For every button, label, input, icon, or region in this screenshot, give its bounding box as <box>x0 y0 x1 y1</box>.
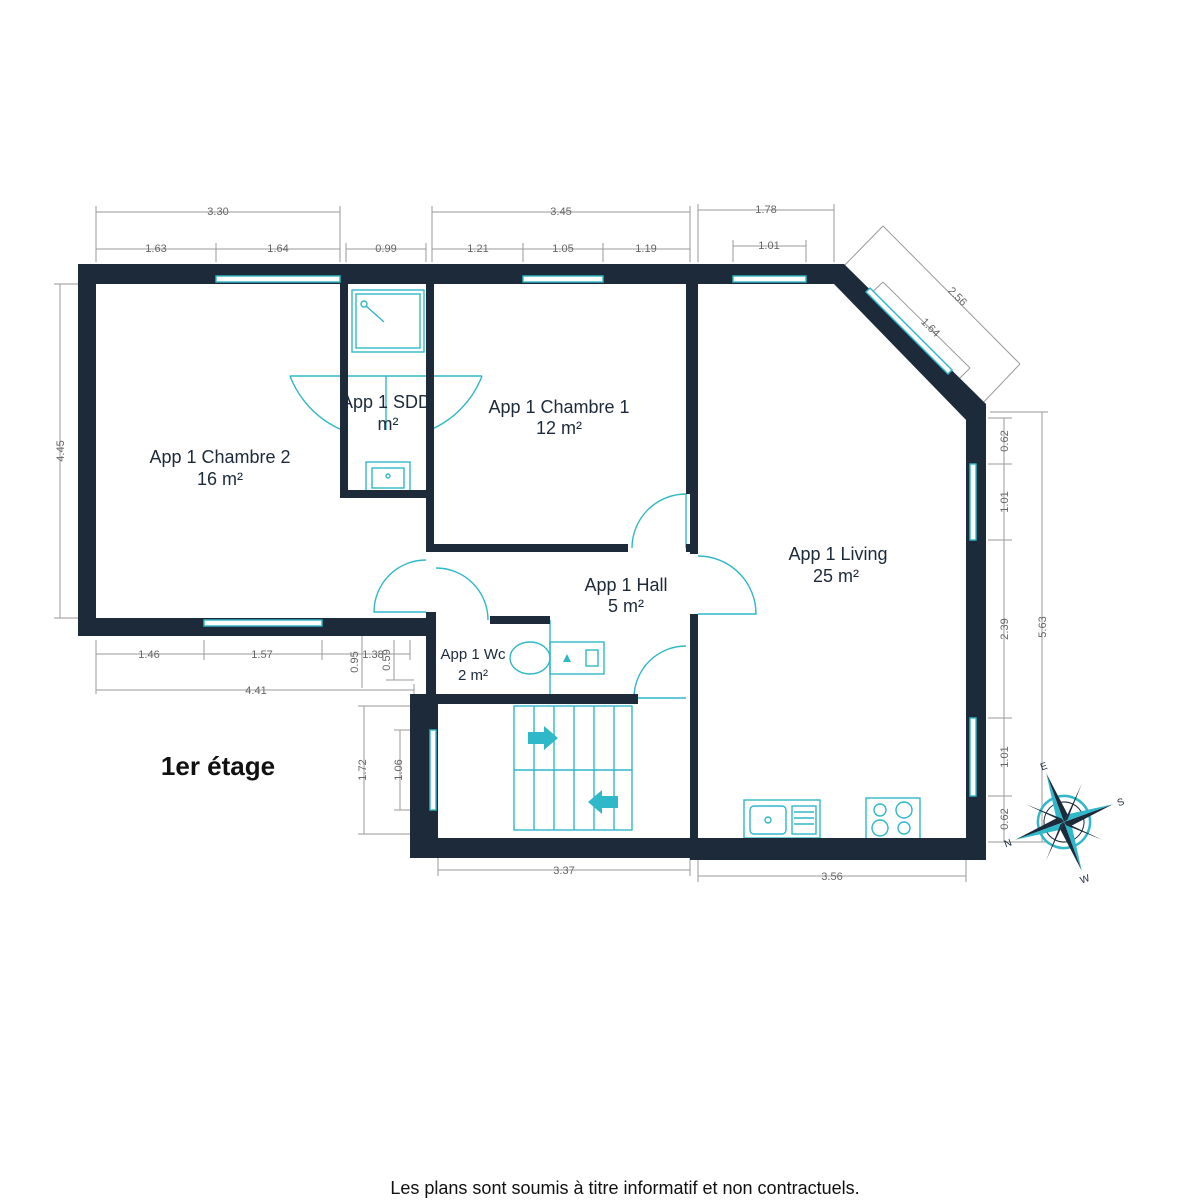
compass-label-w: W <box>1079 873 1092 887</box>
dim-label: 0.62 <box>999 808 1011 829</box>
window <box>429 729 437 811</box>
toilet-icon <box>509 641 605 675</box>
room-labels: App 1 Chambre 2 16 m² App 1 SDD m² App 1… <box>149 392 887 684</box>
dim-label: 1.64 <box>267 243 288 255</box>
dim-label: 0.99 <box>375 243 396 255</box>
living-door-swing <box>697 555 757 615</box>
arrow-left-icon <box>588 790 618 814</box>
shower-icon <box>351 289 425 353</box>
bathroom-sink-icon <box>365 461 411 493</box>
sdd-door-swing <box>289 375 483 431</box>
dim-label: 1.57 <box>251 649 272 661</box>
room-area-living: 25 m² <box>813 566 859 586</box>
dim-label: 4.45 <box>55 440 67 461</box>
dim-label: 1.01 <box>999 491 1011 512</box>
disclaimer-note: Les plans sont soumis à titre informatif… <box>390 1178 860 1198</box>
room-name-chambre2: App 1 Chambre 2 <box>149 447 290 467</box>
windows <box>203 275 977 811</box>
wc-door-swing <box>435 567 489 621</box>
window <box>522 275 604 283</box>
kitchen-sink-icon <box>743 799 821 839</box>
dim-label: 3.30 <box>207 206 228 218</box>
window <box>969 717 977 797</box>
dim-label: 1.78 <box>755 204 776 216</box>
dim-label: 5.63 <box>1037 616 1049 637</box>
dim-label: 1.72 <box>357 759 369 780</box>
room-name-wc: App 1 Wc <box>440 646 506 663</box>
hall-door-swing <box>633 645 687 699</box>
staircase <box>513 705 633 831</box>
compass-label-s: S <box>1116 796 1126 809</box>
fixtures <box>289 289 921 841</box>
dim-label: 1.05 <box>552 243 573 255</box>
room-name-chambre1: App 1 Chambre 1 <box>488 397 629 417</box>
window <box>215 275 341 283</box>
dim-label: 1.38 <box>362 649 383 661</box>
chambre1-door-swing <box>631 493 687 549</box>
dim-label: 1.19 <box>635 243 656 255</box>
dim-label: 2.56 <box>945 285 969 309</box>
dim-label: 1.01 <box>758 240 779 252</box>
floor-label: 1er étage <box>161 751 275 781</box>
room-name-living: App 1 Living <box>788 544 887 564</box>
room-name-hall: App 1 Hall <box>584 575 667 595</box>
room-area-chambre2: 16 m² <box>197 469 243 489</box>
compass-label-e: E <box>1039 761 1049 774</box>
dim-label: 1.63 <box>145 243 166 255</box>
room-area-chambre1: 12 m² <box>536 418 582 438</box>
dim-label: 3.56 <box>821 871 842 883</box>
chambre2-door-swing <box>373 559 427 613</box>
window <box>865 287 953 375</box>
dim-label: 2.39 <box>999 618 1011 639</box>
room-area-sdd: m² <box>378 414 399 434</box>
window <box>969 463 977 541</box>
room-name-sdd: App 1 SDD <box>341 392 431 412</box>
dim-label: 4.41 <box>245 685 266 697</box>
dimension-labels: 3.30 1.63 1.64 0.99 3.45 1.21 1.05 1.19 … <box>55 204 1049 883</box>
cooktop-icon <box>865 797 921 841</box>
dim-label: 1.06 <box>393 759 405 780</box>
dimension-lines <box>54 204 1048 882</box>
dim-label: 1.01 <box>999 746 1011 767</box>
arrow-right-icon <box>528 726 558 750</box>
dim-label: 0.95 <box>349 651 361 672</box>
dim-label: 3.45 <box>550 206 571 218</box>
window <box>732 275 807 283</box>
room-area-wc: 2 m² <box>458 667 488 684</box>
compass-label-n: N <box>1003 838 1014 851</box>
room-area-hall: 5 m² <box>608 596 644 616</box>
window <box>203 619 323 627</box>
dim-label: 0.59 <box>381 649 393 670</box>
dim-label: 1.21 <box>467 243 488 255</box>
dim-label: 3.37 <box>553 865 574 877</box>
dim-label: 0.62 <box>999 430 1011 451</box>
dim-label: 1.46 <box>138 649 159 661</box>
